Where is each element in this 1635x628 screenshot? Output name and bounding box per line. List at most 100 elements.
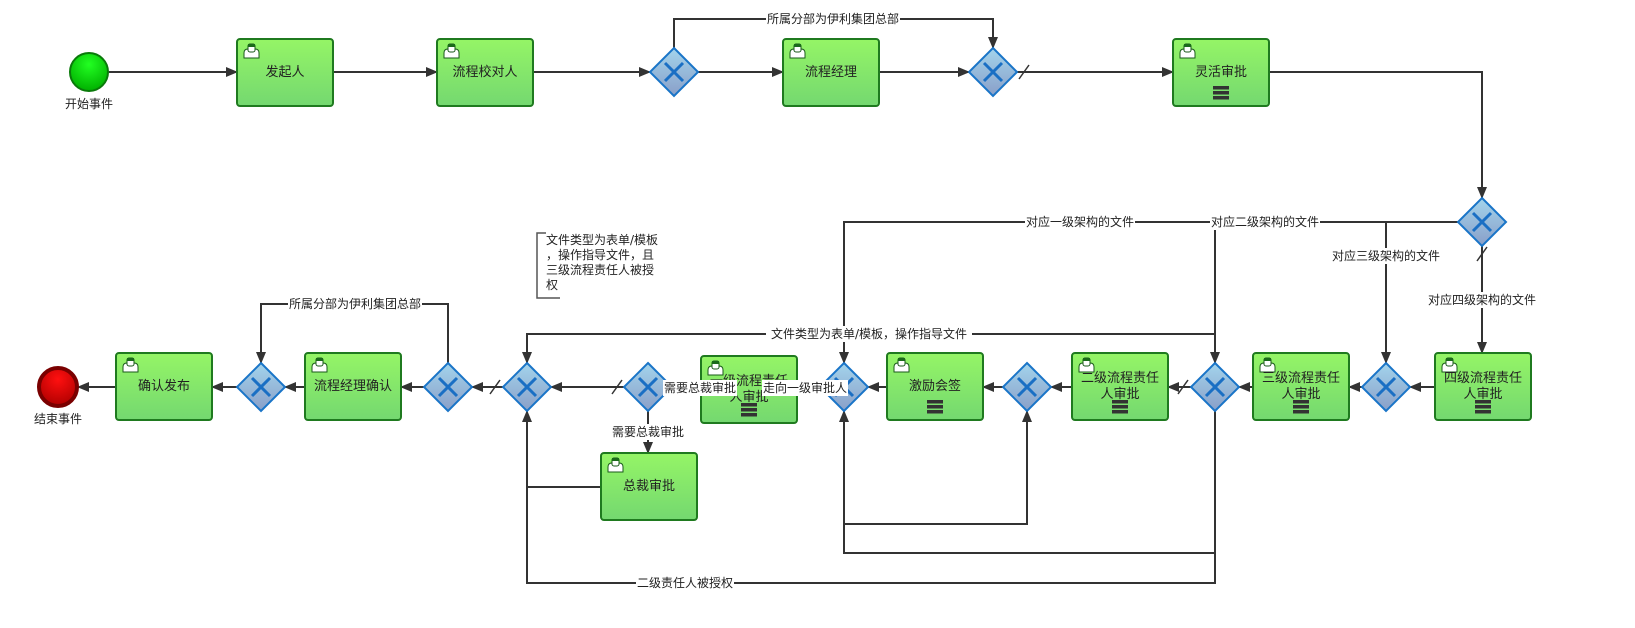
user-icon [443, 43, 460, 59]
multi-instance-icon [927, 400, 943, 414]
exclusive-gateway[interactable] [1189, 361, 1241, 413]
task-label: 人审批 [729, 390, 768, 405]
exclusive-gateway[interactable] [648, 46, 700, 98]
x-icon [982, 61, 1004, 83]
user-icon [893, 357, 910, 373]
svg-text:对应一级架构的文件: 对应一级架构的文件 [1026, 214, 1134, 229]
default-flow-marker [1476, 246, 1488, 262]
annotation-line: 三级流程责任人被授 [546, 262, 654, 277]
exclusive-gateway[interactable] [235, 361, 287, 413]
task-label: 流程经理 [805, 65, 857, 80]
multi-instance-icon [1293, 400, 1309, 414]
user-icon [1179, 43, 1196, 59]
flow-label-hq-top: 所属分部为伊利集团总部 [766, 11, 900, 27]
x-icon [1375, 376, 1397, 398]
task-t2[interactable]: 流程校对人 [436, 38, 534, 107]
exclusive-gateway[interactable] [1360, 361, 1412, 413]
svg-text:对应三级架构的文件: 对应三级架构的文件 [1332, 248, 1440, 263]
exclusive-gateway[interactable] [967, 46, 1019, 98]
sequence-flow[interactable] [522, 410, 1216, 584]
task-label: 二级流程责任 [1081, 371, 1159, 386]
task-label: 三级流程责任 [1262, 371, 1340, 386]
default-flow-marker [489, 379, 501, 395]
x-icon [637, 376, 659, 398]
task-t1[interactable]: 发起人 [236, 38, 334, 107]
x-icon [516, 376, 538, 398]
user-icon [789, 43, 806, 59]
sequence-flow[interactable] [839, 221, 1386, 364]
annotation-line: 权 [546, 278, 558, 292]
flow-label-need-ceo-side: 需要总裁审批 [663, 380, 737, 396]
task-t11[interactable]: 流程经理确认 [304, 352, 402, 421]
start-event-label: 开始事件 [65, 97, 113, 111]
multi-instance-icon [1112, 400, 1128, 414]
task-label: 流程校对人 [452, 64, 517, 80]
start-event[interactable]: 开始事件 [65, 52, 113, 111]
sequence-flow[interactable] [839, 410, 1215, 554]
user-icon [1441, 357, 1458, 373]
flow-label-level2-authorized: 二级责任人被授权 [636, 575, 734, 591]
flow-labels: 所属分部为伊利集团总部对应一级架构的文件对应二级架构的文件对应三级架构的文件对应… [288, 11, 1537, 591]
exclusive-gateway[interactable] [501, 361, 553, 413]
annotation-line: ，操作指导文件，且 [546, 247, 654, 262]
multi-instance-icon [1213, 86, 1229, 100]
flow-label-level3: 对应三级架构的文件 [1331, 248, 1441, 264]
task-t4[interactable]: 灵活审批 [1172, 38, 1270, 107]
sequence-flow[interactable] [1269, 71, 1487, 199]
task-t10[interactable]: 总裁审批 [600, 452, 698, 521]
sequence-flows [77, 18, 1488, 584]
svg-text:文件类型为表单/模板，操作指导文件: 文件类型为表单/模板，操作指导文件 [771, 326, 967, 341]
task-label: 人审批 [1281, 387, 1320, 402]
x-icon [1471, 211, 1493, 233]
flow-label-level1: 对应一级架构的文件 [1025, 214, 1135, 230]
x-icon [663, 61, 685, 83]
svg-text:对应四级架构的文件: 对应四级架构的文件 [1428, 292, 1536, 307]
flow-label-level4: 对应四级架构的文件 [1427, 292, 1537, 308]
annotation-line: 文件类型为表单/模板 [546, 232, 658, 247]
user-icon [311, 357, 328, 373]
task-t12[interactable]: 确认发布 [115, 352, 213, 421]
sequence-flow[interactable] [522, 333, 1215, 364]
flow-label-need-ceo: 需要总裁审批 [611, 424, 685, 440]
multi-instance-icon [1475, 400, 1491, 414]
flow-nodes: 开始事件结束事件发起人流程校对人流程经理灵活审批四级流程责任人审批三级流程责任人… [34, 38, 1532, 521]
user-icon [1078, 357, 1095, 373]
user-icon [122, 357, 139, 373]
user-icon [243, 43, 260, 59]
default-flow-marker [1177, 379, 1189, 395]
svg-text:需要总裁审批: 需要总裁审批 [612, 424, 684, 439]
multi-instance-icon [741, 403, 757, 417]
task-t3[interactable]: 流程经理 [782, 38, 880, 107]
svg-text:走向一级审批人: 走向一级审批人 [763, 380, 847, 395]
svg-text:二级责任人被授权: 二级责任人被授权 [637, 575, 733, 590]
exclusive-gateway[interactable] [1456, 196, 1508, 248]
user-icon [607, 457, 624, 473]
flow-label-hq-bottom: 所属分部为伊利集团总部 [288, 296, 422, 312]
default-flow-marker [611, 379, 623, 395]
svg-text:对应二级架构的文件: 对应二级架构的文件 [1211, 214, 1319, 229]
task-t8[interactable]: 激励会签 [886, 352, 984, 421]
end-event-label: 结束事件 [34, 412, 82, 426]
user-icon [1259, 357, 1276, 373]
task-label: 流程经理确认 [314, 379, 392, 394]
task-label: 灵活审批 [1195, 65, 1247, 80]
svg-text:所属分部为伊利集团总部: 所属分部为伊利集团总部 [289, 296, 421, 311]
exclusive-gateway[interactable] [622, 361, 674, 413]
svg-text:需要总裁审批: 需要总裁审批 [664, 380, 736, 395]
task-label: 人审批 [1100, 387, 1139, 402]
exclusive-gateway[interactable] [422, 361, 474, 413]
exclusive-gateway[interactable] [1001, 361, 1053, 413]
task-label: 总裁审批 [623, 478, 675, 494]
task-label: 发起人 [265, 64, 304, 80]
end-event[interactable]: 结束事件 [34, 366, 82, 426]
sequence-flow[interactable] [844, 410, 1032, 525]
user-icon [707, 360, 724, 376]
x-icon [437, 376, 459, 398]
x-icon [1204, 376, 1226, 398]
task-label: 确认发布 [138, 378, 190, 394]
